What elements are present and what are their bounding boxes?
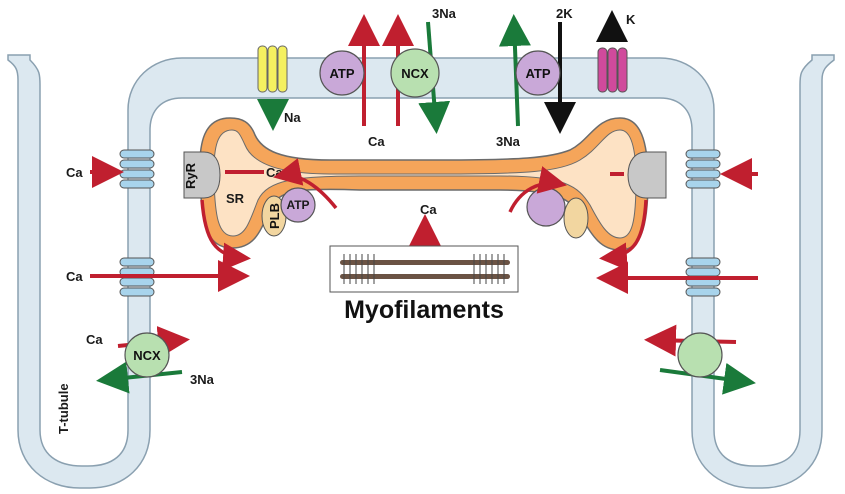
ca-label-ryr: Ca	[266, 165, 283, 180]
na3-label-under: 3Na	[496, 134, 521, 149]
ca-label-left-lower: Ca	[66, 269, 83, 284]
ncx-label-left: NCX	[133, 348, 161, 363]
ryanodine-receptor-right	[627, 151, 667, 199]
ncx-exchanger-left	[124, 332, 170, 378]
serca-pump-right	[526, 187, 566, 227]
plb-label: PLB	[267, 203, 282, 229]
na3-label-top: 3Na	[432, 6, 457, 21]
atp-label-serca: ATP	[286, 198, 309, 212]
ca-label-center: Ca	[420, 202, 437, 217]
myofilaments-box	[329, 245, 519, 293]
na-label: Na	[284, 110, 301, 125]
ncx-exchanger-top	[390, 48, 440, 98]
atp-label-2: ATP	[525, 66, 550, 81]
ca-label-ncx-left: Ca	[86, 332, 103, 347]
k-label: K	[626, 12, 636, 27]
pmca-atp-pump	[319, 50, 365, 96]
ryanodine-receptor	[183, 151, 221, 199]
t-tubule-label: T-tubule	[56, 383, 71, 434]
myofilaments-label: Myofilaments	[344, 296, 504, 324]
phospholamban-right	[563, 197, 589, 239]
sodium-channel	[257, 45, 288, 93]
na3-label-left: 3Na	[190, 372, 215, 387]
l-type-ca-channel-right-lower	[685, 257, 721, 297]
t-tubule-left	[7, 54, 835, 489]
ncx-label-top: NCX	[401, 66, 429, 81]
nak-atpase-pump	[515, 50, 561, 96]
atp-label-1: ATP	[329, 66, 354, 81]
sr-label: SR	[226, 191, 245, 206]
sr-lumen	[213, 129, 637, 239]
ncx-exchanger-right	[677, 332, 723, 378]
ca-label-left-upper: Ca	[66, 165, 83, 180]
ca-release-curve-left	[200, 199, 251, 271]
potassium-channel	[597, 47, 628, 93]
ca-release-curve-right	[599, 199, 648, 271]
l-type-ca-channel-left-lower	[119, 257, 155, 297]
2k-label: 2K	[556, 6, 573, 21]
serca-pump-left	[280, 187, 316, 223]
l-type-ca-channel-left-upper	[119, 149, 155, 189]
ryr-label: RyR	[183, 162, 198, 189]
ca-label-under-atp: Ca	[368, 134, 385, 149]
l-type-ca-channel-right-upper	[685, 149, 721, 189]
ca-efflux-head-ncx-left	[156, 326, 190, 358]
ca-uptake-arrow-right	[508, 166, 567, 213]
ca-uptake-arrow-left	[273, 158, 338, 210]
